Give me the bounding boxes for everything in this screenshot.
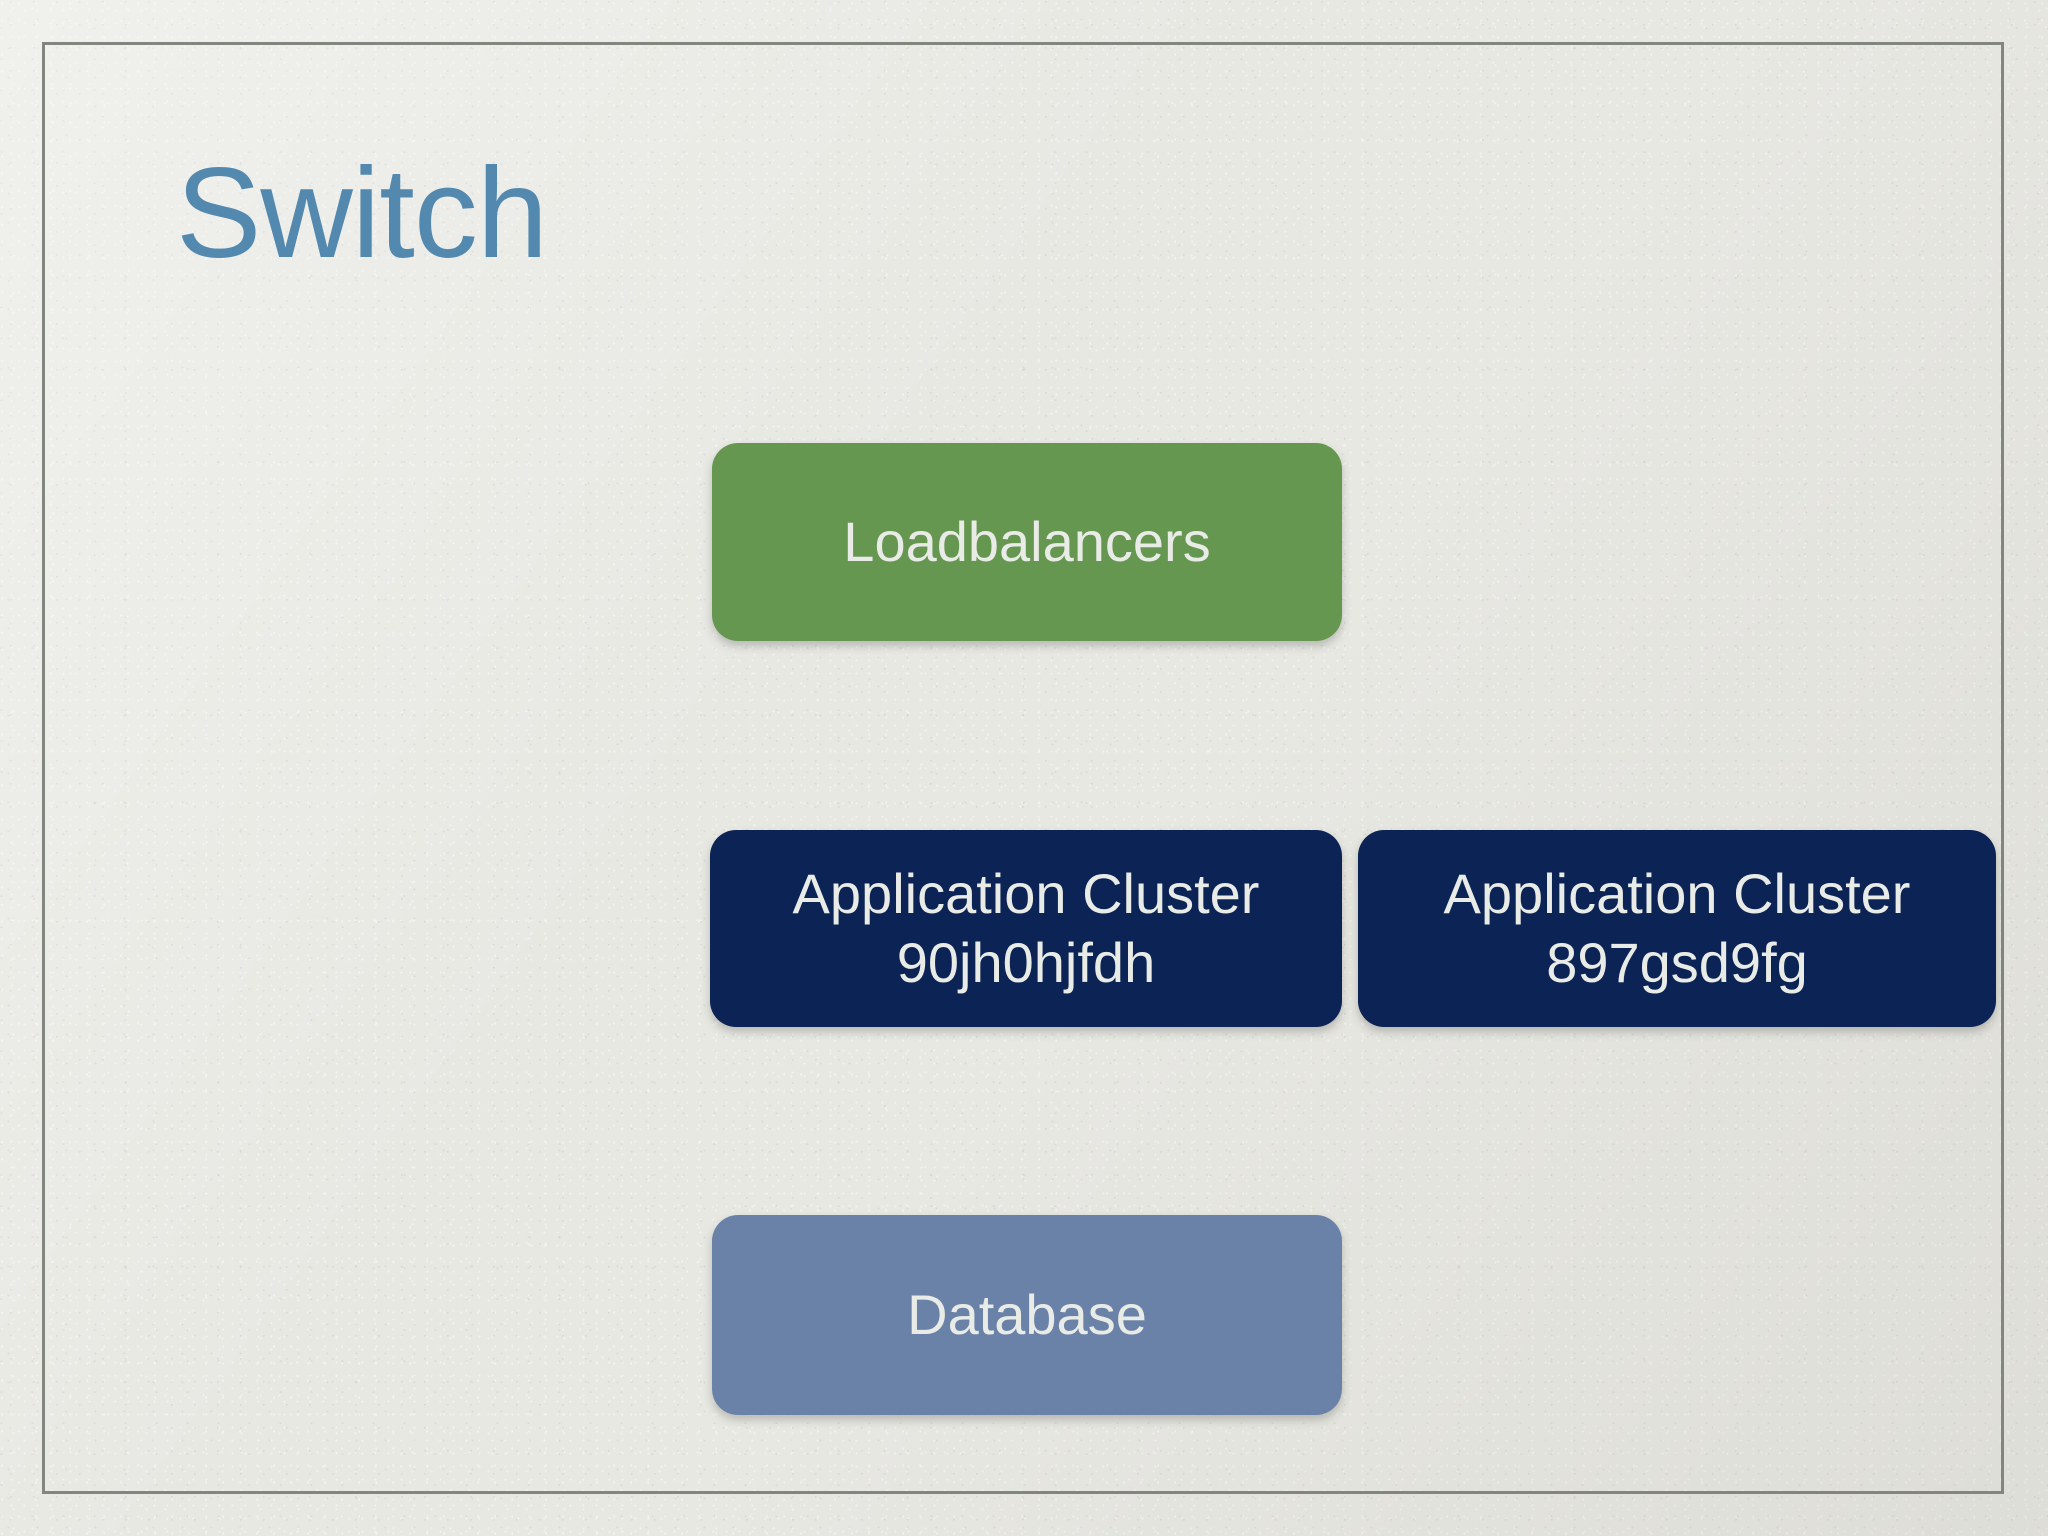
node-label-block: Application Cluster 897gsd9fg (1444, 860, 1911, 997)
node-label-line1: Loadbalancers (843, 509, 1211, 573)
node-label-line1: Application Cluster (792, 862, 1260, 926)
slide-border-frame (42, 42, 2004, 1494)
node-label-line2: 897gsd9fg (1546, 930, 1808, 994)
diagram-node-application-cluster-1[interactable]: Application Cluster 90jh0hjfdh (710, 830, 1342, 1027)
page-title: Switch (176, 142, 548, 285)
node-label-line1: Application Cluster (1443, 862, 1911, 926)
node-label-block: Application Cluster 90jh0hjfdh (793, 860, 1260, 997)
diagram-node-application-cluster-2[interactable]: Application Cluster 897gsd9fg (1358, 830, 1996, 1027)
diagram-node-loadbalancers[interactable]: Loadbalancers (712, 443, 1342, 641)
node-label-line2: 90jh0hjfdh (896, 930, 1156, 994)
node-label-line1: Database (907, 1282, 1147, 1346)
diagram-node-database[interactable]: Database (712, 1215, 1342, 1415)
